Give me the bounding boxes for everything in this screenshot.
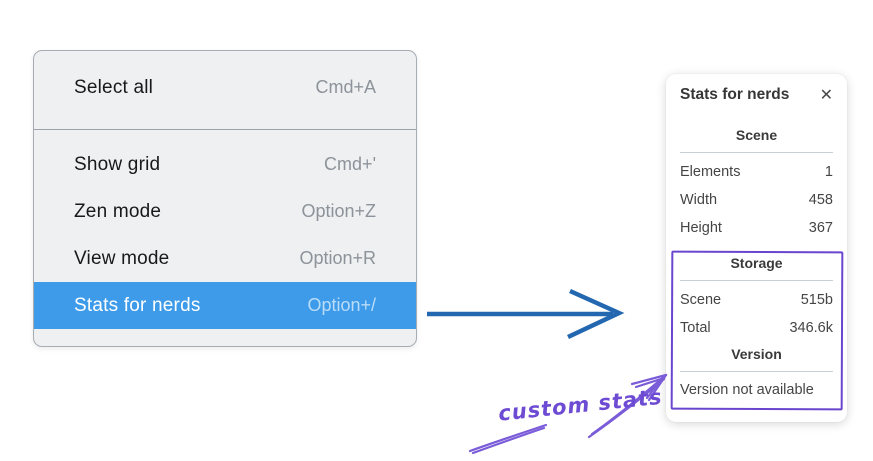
stat-value: 346.6k [789, 320, 833, 336]
section-separator [680, 280, 833, 281]
section-heading-storage: Storage [730, 255, 783, 271]
menu-item-label: Select all [74, 76, 154, 98]
stat-row-width: Width 458 [680, 186, 833, 214]
menu-item-shortcut: Cmd+A [315, 77, 376, 97]
stats-panel-title: Stats for nerds [680, 86, 790, 103]
stat-row-scene-storage: Scene 515b [680, 286, 833, 314]
context-menu: Select all Cmd+A Show grid Cmd+' Zen mod… [33, 50, 417, 347]
section-separator [680, 371, 833, 372]
flow-arrow-icon [427, 288, 625, 340]
menu-item-select-all[interactable]: Select all Cmd+A [34, 64, 416, 111]
menu-item-show-grid[interactable]: Show grid Cmd+' [34, 141, 416, 188]
stat-value: 367 [808, 220, 833, 236]
menu-item-shortcut: Option+/ [307, 295, 376, 315]
menu-item-label: Zen mode [74, 200, 162, 222]
stat-value: 515b [800, 292, 833, 308]
section-separator [680, 152, 833, 153]
version-note: Version not available [680, 382, 814, 398]
menu-item-label: Show grid [74, 153, 161, 175]
menu-divider [34, 129, 416, 130]
stat-label: Scene [680, 292, 722, 308]
menu-item-label: View mode [74, 247, 170, 269]
stat-label: Total [680, 320, 711, 336]
stat-row-height: Height 367 [680, 214, 833, 242]
stats-panel: Stats for nerds ✕ Scene Elements 1 Width… [666, 74, 847, 422]
annotation-arrow-icon [468, 373, 668, 455]
stat-value: 1 [824, 164, 833, 180]
menu-item-zen-mode[interactable]: Zen mode Option+Z [34, 188, 416, 235]
stat-row-total-storage: Total 346.6k [680, 314, 833, 342]
stat-label: Height [680, 220, 722, 236]
menu-item-label: Stats for nerds [74, 294, 201, 316]
close-icon[interactable]: ✕ [819, 85, 833, 104]
stats-panel-header: Stats for nerds ✕ [680, 86, 833, 104]
section-heading-version: Version [731, 346, 782, 362]
stat-value: 458 [808, 192, 833, 208]
stat-label: Elements [680, 164, 741, 180]
stat-row-elements: Elements 1 [680, 158, 833, 186]
menu-item-shortcut: Cmd+' [324, 154, 376, 174]
stat-label: Width [680, 192, 718, 208]
menu-item-stats-for-nerds[interactable]: Stats for nerds Option+/ [34, 282, 416, 329]
menu-item-shortcut: Option+R [299, 248, 376, 268]
menu-item-view-mode[interactable]: View mode Option+R [34, 235, 416, 282]
section-heading-scene: Scene [735, 127, 778, 143]
menu-item-shortcut: Option+Z [301, 201, 376, 221]
